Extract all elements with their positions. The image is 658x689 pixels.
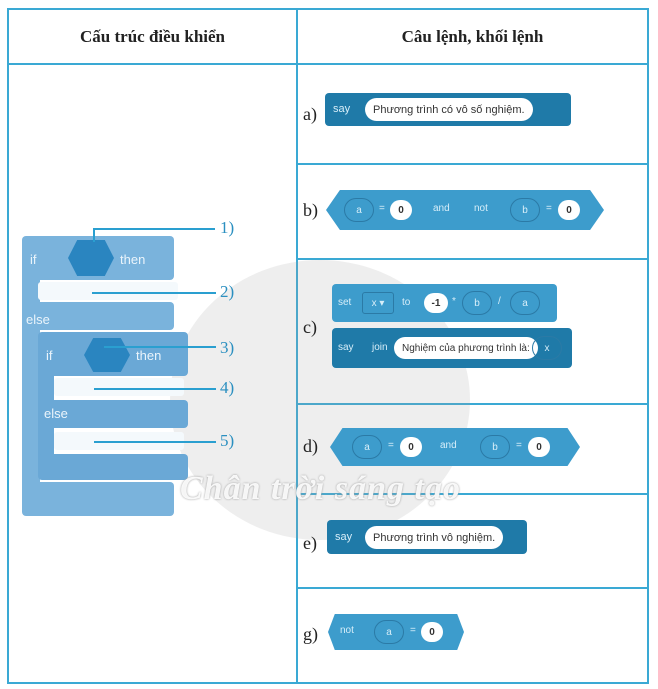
then-slot-4 xyxy=(54,378,184,396)
callout-3: 3) xyxy=(220,338,235,357)
var-a: a xyxy=(344,198,374,222)
row-divider xyxy=(298,403,647,405)
say-text-a: Phương trình có vô số nghiệm. xyxy=(365,98,533,121)
say-join-block: say join Nghiệm của phương trình là: x xyxy=(332,328,572,368)
outer-else-block xyxy=(22,302,174,330)
value-0: 0 xyxy=(528,437,550,457)
var-x: x xyxy=(532,336,562,360)
then-slot-2 xyxy=(38,282,178,300)
option-d-label: d) xyxy=(303,436,318,456)
callout-2: 2) xyxy=(220,282,235,301)
value-0: 0 xyxy=(400,437,422,457)
say-block-e: say Phương trình vô nghiệm. xyxy=(327,520,527,554)
inner-else-keyword: else xyxy=(44,406,68,421)
header-divider xyxy=(9,63,647,65)
variable-dropdown: x ▾ xyxy=(362,292,394,314)
var-a: a xyxy=(510,291,540,315)
not-expression: not a = 0 xyxy=(328,614,464,650)
row-divider xyxy=(298,163,647,165)
var-a: a xyxy=(374,620,404,644)
join-keyword: join xyxy=(372,342,388,353)
column-divider xyxy=(296,10,298,682)
callout-line-4 xyxy=(94,388,216,390)
header-commands: Câu lệnh, khối lệnh xyxy=(401,26,544,46)
then-keyword: then xyxy=(120,252,146,267)
row-divider xyxy=(298,587,647,589)
say-keyword: say xyxy=(335,531,353,543)
equals-op: = xyxy=(388,440,394,451)
inner-then-keyword: then xyxy=(136,348,162,363)
row-divider xyxy=(298,493,647,495)
equals-op: = xyxy=(546,203,552,214)
watermark-text: Chân trời sáng tạo xyxy=(180,470,461,507)
say-keyword: say xyxy=(333,103,351,115)
to-keyword: to xyxy=(402,297,411,308)
else-keyword: else xyxy=(26,312,50,327)
set-block: set x ▾ to -1 * b / a xyxy=(332,284,557,322)
not-op: not xyxy=(474,203,488,214)
comparison-table: Cấu trúc điều khiển Câu lệnh, khối lệnh xyxy=(7,8,649,684)
set-keyword: set xyxy=(338,297,352,308)
callout-1: 1) xyxy=(220,218,235,237)
header-control-structure: Cấu trúc điều khiển xyxy=(80,26,225,46)
var-b: b xyxy=(462,291,492,315)
row-divider xyxy=(298,258,647,260)
callout-line-1-drop xyxy=(93,228,95,242)
var-b: b xyxy=(480,435,510,459)
mul-op: * xyxy=(452,296,456,307)
and-op: and xyxy=(440,440,457,451)
callout-line-5 xyxy=(94,441,216,443)
say-keyword: say xyxy=(338,342,354,353)
div-op: / xyxy=(498,296,501,307)
value-0: 0 xyxy=(421,622,443,642)
equals-op: = xyxy=(379,203,385,214)
value-0: 0 xyxy=(390,200,412,220)
say-text-e: Phương trình vô nghiệm. xyxy=(365,526,504,549)
and-op: and xyxy=(433,203,450,214)
callout-4: 4) xyxy=(220,378,235,397)
condition-slot-3 xyxy=(84,338,130,372)
callout-line-2 xyxy=(92,292,216,294)
condition-slot-1 xyxy=(68,240,114,276)
option-b-label: b) xyxy=(303,200,318,220)
var-b: b xyxy=(510,198,540,222)
value-neg1: -1 xyxy=(424,293,448,313)
option-a-label: a) xyxy=(303,104,317,124)
option-c-label: c) xyxy=(303,317,317,337)
outer-if-end xyxy=(22,482,174,516)
option-g-label: g) xyxy=(303,624,318,644)
join-text: Nghiệm của phương trình là: xyxy=(394,337,538,359)
say-block-a: say Phương trình có vô số nghiệm. xyxy=(325,93,571,126)
callout-line-3 xyxy=(104,346,216,348)
option-e-label: e) xyxy=(303,533,317,553)
and-expression: a = 0 and b = 0 xyxy=(330,428,580,466)
inner-if-keyword: if xyxy=(46,348,53,363)
equals-op: = xyxy=(516,440,522,451)
not-op: not xyxy=(340,625,354,636)
if-keyword: if xyxy=(30,252,37,267)
var-a: a xyxy=(352,435,382,459)
callout-5: 5) xyxy=(220,431,235,450)
value-0: 0 xyxy=(558,200,580,220)
callout-line-1 xyxy=(93,228,215,230)
equals-op: = xyxy=(410,625,416,636)
inner-else-block xyxy=(38,400,188,428)
and-not-expression: a = 0 and not b = 0 xyxy=(326,190,604,230)
inner-if-end xyxy=(38,454,188,480)
